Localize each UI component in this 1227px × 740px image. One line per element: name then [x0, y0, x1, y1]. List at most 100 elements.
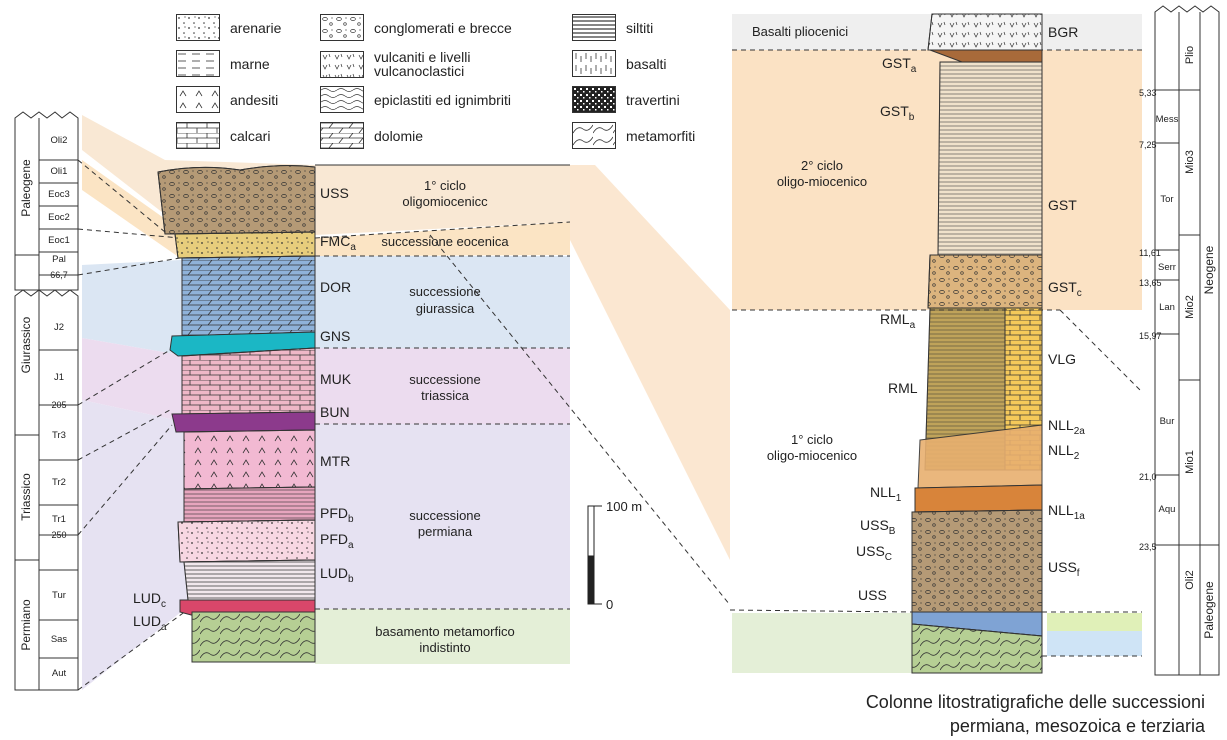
succession-basement-l1: basamento metamorfico [375, 624, 514, 639]
conglomerate-swatch-icon [320, 14, 364, 41]
volcanic-swatch-icon [320, 51, 364, 78]
zone-oligomiocene-transfer [570, 165, 730, 560]
scale-bar: 100 m 0 [588, 499, 642, 612]
succession-basement-l2: indistinto [419, 640, 470, 655]
stage-label: Aqu [1159, 504, 1176, 515]
legend-label: travertini [626, 93, 680, 107]
legend-item-vulcaniti: vulcaniti e livelli vulcanoclastici [320, 50, 524, 78]
age-label: 23,5 [1139, 542, 1157, 552]
epoch-label: Mio1 [1184, 450, 1196, 474]
zone-green-right [732, 613, 912, 673]
era-label-triassico: Triassico [19, 473, 33, 521]
legend-item-siltiti: siltiti [572, 14, 653, 41]
epoch-label: Mio3 [1184, 150, 1196, 174]
age-label: 66,7 [50, 270, 68, 280]
legend-label: basalti [626, 57, 666, 71]
stage-label: Tr2 [52, 477, 66, 488]
unit-label-mtr: MTR [320, 453, 350, 469]
unit-label-gst: GST [1048, 197, 1077, 213]
era-label-permiano: Permiano [19, 599, 33, 651]
basalt-swatch-icon [572, 50, 616, 77]
stage-label: Aut [52, 668, 67, 679]
succession-permian-l2: permiana [418, 524, 473, 539]
legend-label: arenarie [230, 21, 281, 35]
dolomite-swatch-icon [320, 122, 364, 149]
legend-item-basalti: basalti [572, 50, 666, 77]
stage-label: Oli1 [51, 166, 68, 177]
legend-item-dolomie: dolomie [320, 122, 423, 149]
epiclastite-swatch-icon [320, 86, 364, 113]
legend-label: epiclastiti ed ignimbriti [374, 93, 511, 107]
unit-label-uss-c: USSC [856, 543, 892, 563]
unit-label-muk: MUK [320, 371, 352, 387]
succession-1ciclo-l1: 1° ciclo [424, 178, 466, 193]
stage-label: J1 [54, 372, 64, 383]
succession-jurassic-l1: successione [409, 284, 481, 299]
unit-label-nll-1a: NLL1a [1048, 502, 1085, 522]
zone-blue-right [1047, 631, 1142, 656]
epoch-label: Mio2 [1184, 295, 1196, 319]
unit-label-gns: GNS [320, 328, 350, 344]
unit-label-rml-a: RMLa [880, 311, 916, 331]
era-label-paleogene: Paleogene [19, 159, 33, 217]
unit-label-uss-b: USSB [860, 517, 896, 537]
legend-label: marne [230, 57, 270, 71]
zone-green-right-2 [1047, 613, 1142, 631]
legend-item-conglomerati: conglomerati e brecce [320, 14, 512, 41]
stage-label: Tr3 [52, 430, 66, 441]
unit-label-uss-f: USSf [1048, 559, 1080, 579]
legend-item-calcari: calcari [176, 122, 270, 149]
layer-nll1 [915, 485, 1042, 512]
sandstone-swatch-icon [176, 14, 220, 41]
stage-label: Bur [1160, 416, 1175, 427]
unit-label-vlg: VLG [1048, 351, 1076, 367]
caption-line-1: Colonne litostratigrafiche delle success… [735, 690, 1205, 714]
unit-label-nll-2a: NLL2a [1048, 417, 1085, 437]
unit-label-dor: DOR [320, 279, 351, 295]
right-label-basalti: Basalti pliocenici [752, 24, 848, 39]
stage-label: Pal [52, 254, 66, 265]
scale-bar-bottom-label: 0 [606, 597, 613, 612]
era-label-giurassico: Giurassico [19, 316, 33, 373]
unit-label-uss: USS [320, 185, 349, 201]
stage-label: Tr1 [52, 514, 66, 525]
legend-item-travertini: travertini [572, 86, 680, 113]
right-label-2ciclo-l1: 2° ciclo [801, 158, 843, 173]
caption-line-2: permiana, mesozoica e terziaria [735, 714, 1205, 738]
age-label: 21,0 [1139, 472, 1157, 482]
legend-label: conglomerati e brecce [374, 21, 512, 35]
age-label: 11,61 [1139, 248, 1161, 258]
stage-label: Oli2 [51, 135, 68, 146]
legend-item-marne: marne [176, 50, 270, 77]
right-label-1ciclo-l1: 1° ciclo [791, 432, 833, 447]
stage-label: Sas [51, 634, 68, 645]
succession-jurassic-l2: giurassica [416, 301, 475, 316]
legend-item-metamorfiti: metamorfiti [572, 122, 695, 149]
legend-label: metamorfiti [626, 129, 695, 143]
succession-eocene: successione eocenica [381, 234, 509, 249]
legend-label: dolomie [374, 129, 423, 143]
period-label: Neogene [1202, 245, 1216, 294]
age-label: 205 [51, 400, 66, 410]
age-label: 5,33 [1139, 88, 1157, 98]
legend-label: vulcaniti e livelli vulcanoclastici [374, 50, 524, 78]
unit-label-bun: BUN [320, 404, 350, 420]
stage-label: Lan [1159, 302, 1175, 313]
stage-label: Eoc2 [48, 212, 70, 223]
metamorphic-swatch-icon [572, 122, 616, 149]
right-label-2ciclo-l2: oligo-miocenico [777, 174, 867, 189]
legend-label: andesiti [230, 93, 278, 107]
age-label: 13,65 [1139, 278, 1162, 288]
stage-label: Eoc1 [48, 235, 70, 246]
succession-triassic-l1: successione [409, 372, 481, 387]
period-label: Paleogene [1202, 581, 1216, 639]
legend-label: calcari [230, 129, 270, 143]
stage-label: Tor [1160, 194, 1173, 205]
limestone-swatch-icon [176, 122, 220, 149]
legend-item-epiclastiti: epiclastiti ed ignimbriti [320, 86, 511, 113]
unit-label-nll-2: NLL2 [1048, 442, 1080, 462]
epoch-label: Plio [1184, 46, 1196, 64]
legend-item-andesiti: andesiti [176, 86, 278, 113]
succession-triassic-l2: triassica [421, 388, 469, 403]
epoch-label: Oli2 [1184, 570, 1196, 590]
